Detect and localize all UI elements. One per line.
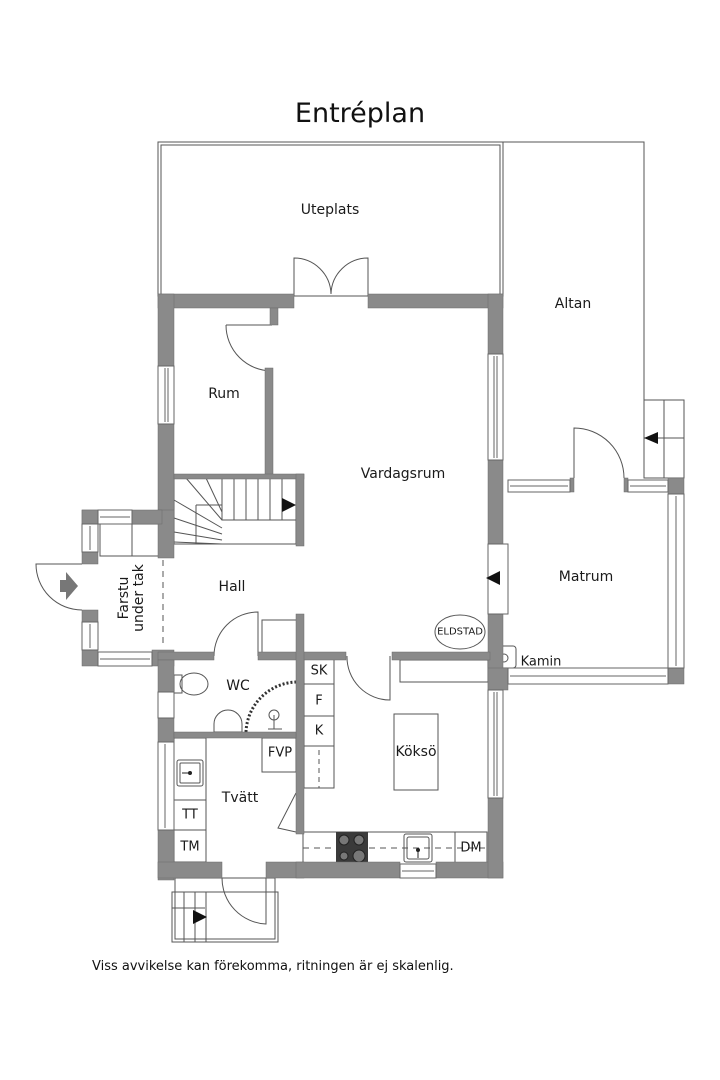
- label-tt: TT: [182, 807, 198, 823]
- stove: [336, 832, 368, 864]
- stair-arrow-icon: [282, 498, 296, 512]
- room-label-vardagsrum: Vardagsrum: [360, 466, 446, 482]
- matrum-door-arrow-icon: [486, 571, 500, 585]
- kitchen-island: [393, 713, 439, 791]
- room-label-altan: Altan: [554, 296, 592, 312]
- label-dm: DM: [460, 840, 482, 856]
- label-kamin: Kamin: [520, 654, 562, 670]
- wc-sink: [213, 709, 243, 733]
- altan-steps-arrow-icon: [644, 432, 658, 444]
- exit-door: [221, 877, 267, 925]
- walls: [81, 293, 685, 881]
- label-tm: TM: [180, 839, 200, 855]
- label-f: F: [315, 693, 323, 709]
- room-label-farstu: Farstu under tak: [116, 564, 147, 632]
- label-eldstad: ELDSTAD: [437, 626, 483, 638]
- kitchen-door: [346, 655, 391, 701]
- farstu-line1: Farstu: [116, 576, 132, 620]
- uteplats-door-right: [330, 257, 369, 296]
- altan-outline: [503, 141, 645, 478]
- disclaimer: Viss avvikelse kan förekomma, ritningen …: [92, 959, 454, 974]
- plan-title: Entréplan: [294, 98, 426, 129]
- room-label-rum: Rum: [208, 386, 240, 402]
- label-sk: SK: [310, 663, 328, 679]
- uteplats-outline: [157, 141, 504, 297]
- tvatt-door: [277, 792, 297, 833]
- toilet: [179, 672, 209, 696]
- room-label-kokso: Köksö: [395, 744, 437, 760]
- room-label-tvatt: Tvätt: [221, 790, 259, 806]
- label-fvp: FVP: [267, 745, 293, 761]
- room-label-uteplats: Uteplats: [300, 202, 360, 218]
- eldstad-outline: [434, 614, 486, 650]
- room-label-wc: WC: [226, 678, 250, 694]
- altan-door: [573, 427, 625, 479]
- room-label-matrum: Matrum: [558, 569, 614, 585]
- windows: [81, 353, 685, 879]
- wc-door: [213, 611, 259, 657]
- exit-steps-arrow-icon: [193, 910, 207, 924]
- staircase: [173, 477, 297, 545]
- rum-door: [225, 324, 273, 372]
- entry-door: [35, 563, 83, 611]
- entry-arrow-icon: [60, 572, 78, 600]
- farstu-line2: under tak: [131, 564, 147, 632]
- uteplats-door-left: [293, 257, 332, 296]
- label-k: K: [314, 723, 324, 739]
- arrows: [193, 432, 658, 924]
- room-label-hall: Hall: [218, 579, 246, 595]
